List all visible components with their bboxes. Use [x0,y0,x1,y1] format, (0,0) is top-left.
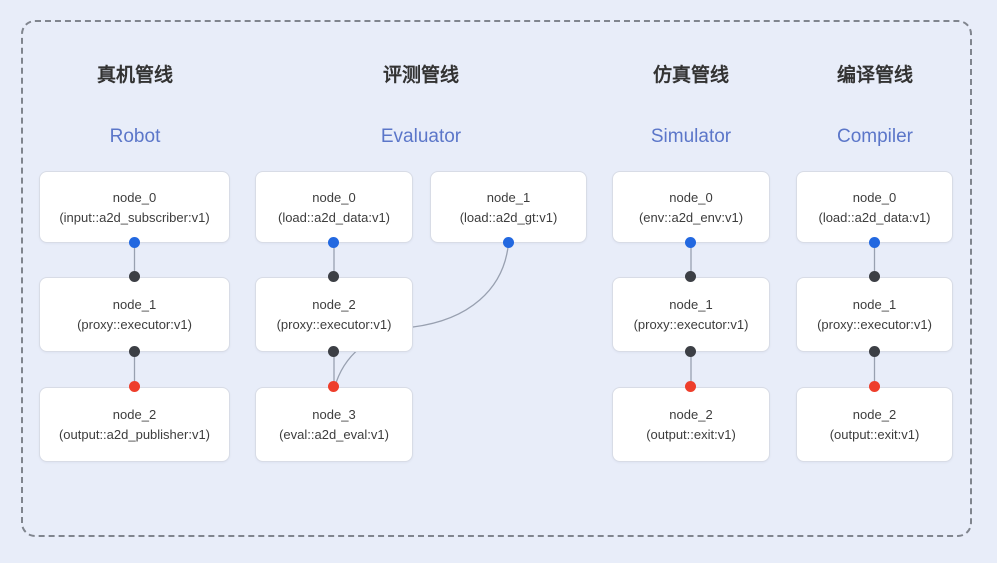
edge-evaluator-n1-n3 [334,242,510,387]
pipeline-title-cn-compiler: 编译管线 [836,65,913,86]
node-box-evaluator-node3[interactable]: node_3 (eval::a2d_eval:v1) [255,387,413,462]
port-dot-proxy [685,346,696,357]
node-impl: (output::a2d_publisher:v1) [58,427,211,442]
node-box-simulator-node0[interactable]: node_0 (env::a2d_env:v1) [612,171,770,243]
port-dot-source [503,237,514,248]
node-name: node_1 [486,189,531,205]
pipeline-title-cn-robot: 真机管线 [96,65,173,86]
dashed-frame [21,20,972,537]
node-impl: (env::a2d_env:v1) [638,209,744,225]
port-dot-sink [685,381,696,392]
port-dot-proxy [129,271,140,282]
port-dot-sink [869,381,880,392]
port-dot-proxy [328,346,339,357]
node-box-compiler-node0[interactable]: node_0 (load::a2d_data:v1) [796,171,953,243]
node-impl: (proxy::executor:v1) [77,317,192,332]
node-impl: (input::a2d_subscriber:v1) [59,209,210,225]
node-box-compiler-node2[interactable]: node_2 (output::exit:v1) [796,387,953,462]
port-dot-proxy [869,346,880,357]
node-name: node_3 [312,407,356,422]
port-dot-proxy [685,271,696,282]
port-dot-source [685,237,696,248]
node-impl: (output::exit:v1) [829,427,920,442]
node-impl: (load::a2d_gt:v1) [459,209,558,225]
node-name: node_1 [112,297,157,312]
node-box-evaluator-node2[interactable]: node_2 (proxy::executor:v1) [255,277,413,352]
node-box-simulator-node1[interactable]: node_1 (proxy::executor:v1) [612,277,770,352]
node-box-compiler-node1[interactable]: node_1 (proxy::executor:v1) [796,277,953,352]
port-dot-sink [328,381,339,392]
node-name: node_2 [112,407,157,422]
pipeline-title-cn-evaluator: 评测管线 [382,65,459,86]
node-box-robot-node1[interactable]: node_1 (proxy::executor:v1) [39,277,230,352]
node-impl: (load::a2d_data:v1) [818,209,931,225]
port-dot-sink [129,381,140,392]
node-box-robot-node0[interactable]: node_0 (input::a2d_subscriber:v1) [39,171,230,243]
port-dot-source [129,237,140,248]
node-name: node_1 [669,297,713,312]
node-box-simulator-node2[interactable]: node_2 (output::exit:v1) [612,387,770,462]
pipeline-title-cn-simulator: 仿真管线 [652,65,729,86]
port-dot-proxy [869,271,880,282]
pipeline-title-en-compiler: Compiler [836,126,914,147]
node-name: node_0 [312,189,356,205]
node-impl: (proxy::executor:v1) [276,317,392,332]
port-dot-source [869,237,880,248]
node-impl: (proxy::executor:v1) [633,317,749,332]
node-name: node_0 [852,189,897,205]
node-name: node_0 [112,189,157,205]
node-name: node_2 [852,407,897,422]
port-dot-source [328,237,339,248]
node-impl: (proxy::executor:v1) [817,317,932,332]
port-dot-proxy [328,271,339,282]
node-impl: (load::a2d_data:v1) [277,209,391,225]
node-box-evaluator-node0[interactable]: node_0 (load::a2d_data:v1) [255,171,413,243]
node-name: node_2 [669,407,713,422]
node-box-evaluator-node1[interactable]: node_1 (load::a2d_gt:v1) [430,171,587,243]
pipeline-title-en-simulator: Simulator [650,126,732,147]
node-name: node_0 [669,189,713,205]
node-box-robot-node2[interactable]: node_2 (output::a2d_publisher:v1) [39,387,230,462]
node-impl: (eval::a2d_eval:v1) [279,427,389,442]
node-name: node_2 [312,297,356,312]
node-impl: (output::exit:v1) [646,427,736,442]
port-dot-proxy [129,346,140,357]
node-name: node_1 [852,297,897,312]
pipeline-title-en-robot: Robot [109,126,161,147]
pipeline-title-en-evaluator: Evaluator [380,126,462,147]
